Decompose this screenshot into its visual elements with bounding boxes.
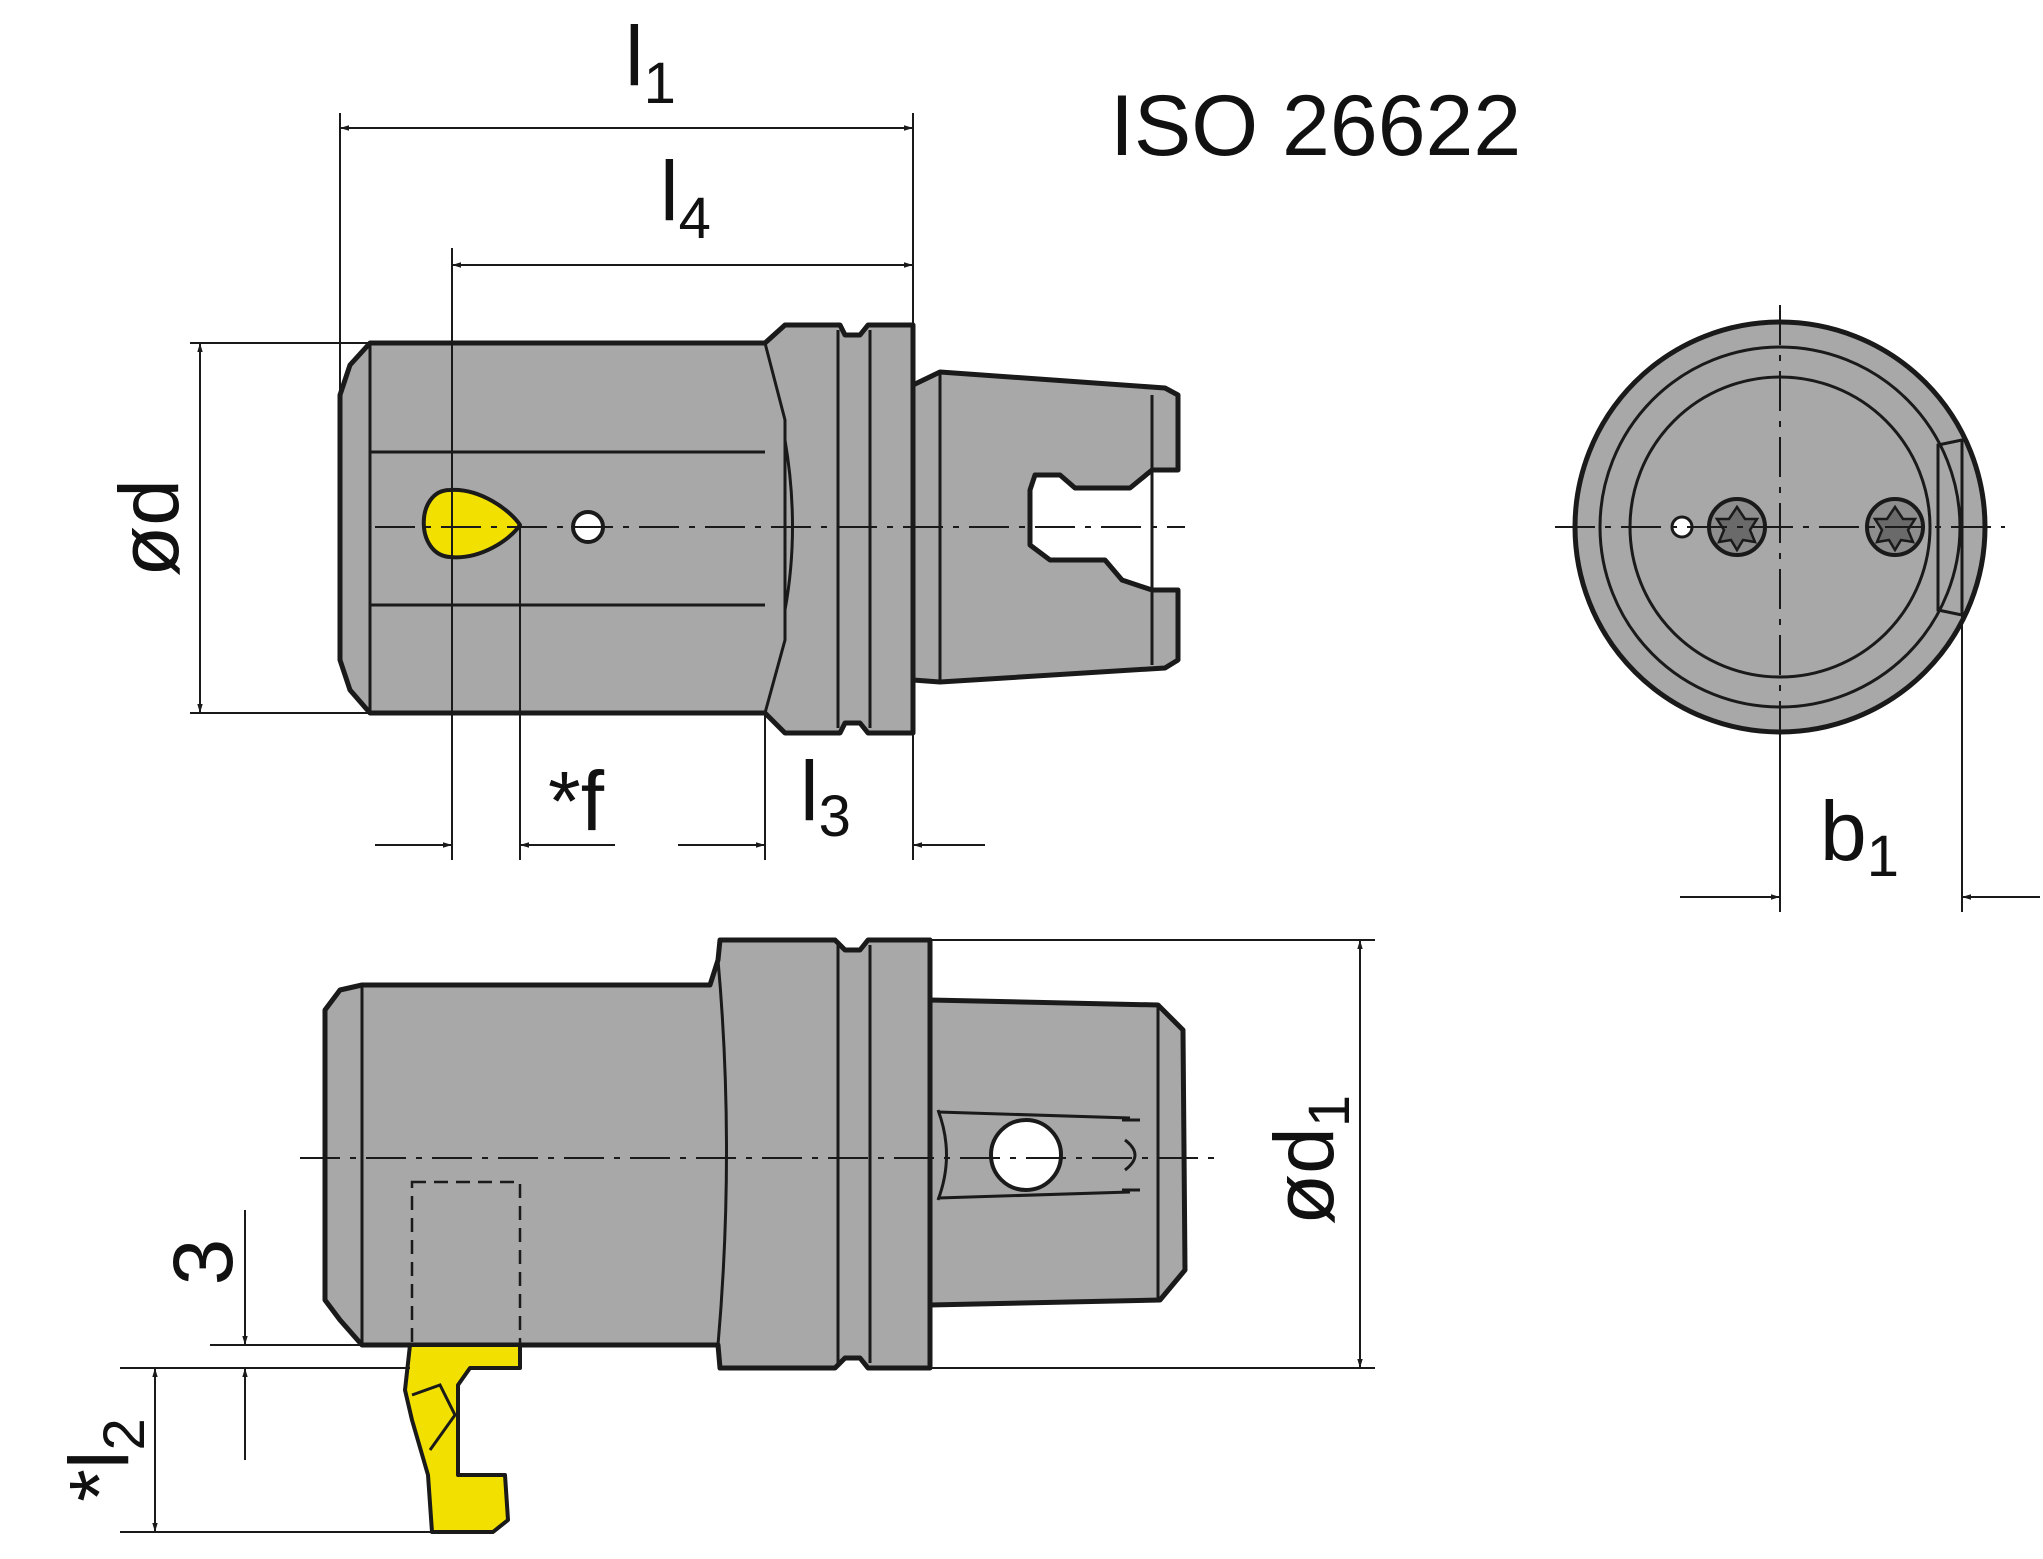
side-slot-bottom [937, 1190, 1131, 1200]
top-body-shank [337, 322, 916, 736]
torx-icon [1714, 504, 1760, 553]
side-view-dimensions [120, 939, 1375, 1533]
label-l4: l4 [660, 144, 711, 251]
label-d: ød [102, 479, 196, 577]
top-taper-edge [763, 342, 787, 714]
side-slot-left [936, 1109, 948, 1201]
side-slot-detail [1122, 1118, 1140, 1192]
side-insert [403, 1343, 522, 1534]
label-b1: b1 [1820, 784, 1899, 889]
top-polygon-shank [910, 369, 1181, 685]
label-l3: l3 [800, 744, 851, 849]
side-view [300, 937, 1215, 1534]
top-insert [421, 487, 522, 560]
side-slot-top [937, 1110, 1131, 1120]
label-f: *f [548, 754, 605, 848]
side-taper-curve [716, 959, 728, 1346]
side-insert-edge [411, 1383, 457, 1451]
label-d1: ød1 [1257, 1095, 1362, 1225]
side-body [322, 937, 933, 1371]
label-l2: *l2 [52, 1418, 157, 1502]
top-view-dimensions [190, 113, 985, 860]
label-l1: l1 [625, 9, 676, 116]
end-view-dimensions [1680, 615, 2040, 912]
labels: ISO 26622 l1 l4 l3 *f ød b1 ød1 3 *l2 [52, 9, 1899, 1502]
end-view [1555, 305, 2005, 735]
side-cross-hole [989, 1118, 1063, 1192]
standard-label: ISO 26622 [1110, 78, 1521, 174]
label-3: 3 [156, 1239, 250, 1286]
torx-icon [1872, 504, 1918, 553]
top-view [337, 322, 1185, 736]
